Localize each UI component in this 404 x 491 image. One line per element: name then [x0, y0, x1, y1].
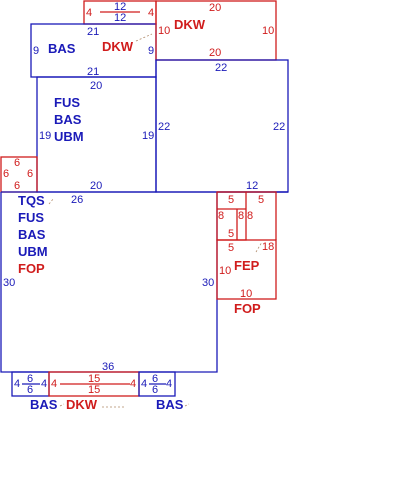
dim-br-left: 4 — [141, 378, 147, 390]
dim-br-right: 4 — [166, 378, 172, 390]
mid-section: FUS BAS UBM 20 20 19 19 — [36, 76, 157, 193]
dim-mid-top: 20 — [90, 80, 102, 92]
label-bas-bottom-left: BAS — [30, 397, 58, 412]
label-tqs-main: TQS — [18, 193, 45, 208]
dim-main-bottom: 36 — [102, 361, 114, 373]
label-dkw-right: DKW — [174, 17, 206, 32]
label-bas-main: BAS — [18, 227, 46, 242]
dim-main-top: 26 — [71, 194, 83, 206]
dim-mid-right: 19 — [142, 130, 154, 142]
dim-bd-top1: 15 — [88, 373, 100, 385]
dim-fep-box-right2: 8 — [247, 210, 253, 222]
fep-outline — [216, 239, 277, 300]
dim-bd-left: 4 — [51, 378, 57, 390]
label-fop-main: FOP — [18, 261, 45, 276]
label-fep-right: FEP — [234, 258, 260, 273]
dim-right-dkw-bottom: 20 — [209, 47, 221, 59]
dim-bl-left: 4 — [14, 378, 20, 390]
label-fus-mid: FUS — [54, 95, 80, 110]
dim-br-top1: 6 — [152, 373, 158, 385]
small-left-section: 6 6 6 6 — [0, 156, 38, 193]
dim-bd-top2: 15 — [88, 384, 100, 396]
bottom-dkw-section: 4 15 15 4 DKW — [48, 371, 140, 412]
dim-big-right-top: 22 — [215, 62, 227, 74]
dim-br-top2: 6 — [152, 384, 158, 396]
big-right-section: 22 22 22 — [155, 59, 289, 193]
dim-mid-bottom: 20 — [90, 180, 102, 192]
label-ubm-main: UBM — [18, 244, 48, 259]
label-bas-bottom-right: BAS — [156, 397, 184, 412]
dim-fep-box-left: 8 — [218, 210, 224, 222]
dim-top-bas-right: 9 — [148, 45, 154, 57]
dim-top-deck-w-top: 12 — [114, 1, 126, 13]
dim-fep-bottom: 10 — [240, 288, 252, 300]
dim-main-left: 30 — [3, 277, 15, 289]
dim-bd-right: 4 — [130, 378, 136, 390]
dim-right-dkw-top: 20 — [209, 2, 221, 14]
dim-fep-left: 10 — [219, 265, 231, 277]
dim-mid-left: 19 — [39, 130, 51, 142]
label-bas-top: BAS — [48, 41, 76, 56]
dim-bl-top1: 6 — [27, 373, 33, 385]
top-deck-section: 12 12 4 4 — [83, 0, 157, 25]
dim-top-deck-w-bottom: 12 — [114, 12, 126, 24]
dim-fep-diag: 18 — [262, 241, 274, 253]
fep-section: 5 5 5 8 8 8 5 18 FEP 10 10 FOP — [216, 191, 277, 316]
label-fus-main: FUS — [18, 210, 44, 225]
dim-small-left-bottom: 6 — [14, 180, 20, 192]
dim-main-right: 30 — [202, 277, 214, 289]
dim-right-dkw-right: 10 — [262, 25, 274, 37]
label-ubm-mid: UBM — [54, 129, 84, 144]
dim-fep-box-mid: 5 — [228, 228, 234, 240]
dim-small-left-left: 6 — [3, 168, 9, 180]
dim-big-right-right: 22 — [273, 121, 285, 133]
bottom-right-bas-outline — [138, 371, 176, 397]
label-dkw-top: DKW — [102, 39, 134, 54]
dim-fep-box-bottom: 5 — [228, 242, 234, 254]
dim-right-dkw-left: 10 — [158, 25, 170, 37]
dim-top-bas-top: 21 — [87, 26, 99, 38]
label-fop-right: FOP — [234, 301, 261, 316]
dim-top-deck-left: 4 — [86, 7, 92, 19]
dim-fep-box-right: 8 — [238, 210, 244, 222]
big-right-outline — [155, 59, 289, 193]
dim-big-right-left: 22 — [158, 121, 170, 133]
dim-small-left-right: 6 — [27, 168, 33, 180]
dim-small-left-top: 6 — [14, 157, 20, 169]
bottom-right-bas-section: 4 6 6 4 BAS — [138, 371, 190, 412]
top-bas-section: BAS DKW 21 21 9 9 — [30, 23, 157, 78]
dim-bl-top2: 6 — [27, 384, 33, 396]
main-outline — [0, 191, 288, 373]
label-dkw-bottom: DKW — [66, 397, 98, 412]
dim-top-bas-bottom: 21 — [87, 66, 99, 78]
dim-top-bas-left: 9 — [33, 45, 39, 57]
dim-notch-top: 12 — [246, 180, 258, 192]
dim-bl-right: 4 — [41, 378, 47, 390]
dim-fep-top: 5 — [258, 194, 264, 206]
dim-fep-box-top: 5 — [228, 194, 234, 206]
label-bas-mid: BAS — [54, 112, 82, 127]
right-dkw-section: DKW 20 20 10 10 — [155, 0, 277, 61]
dim-top-deck-right: 4 — [148, 7, 154, 19]
